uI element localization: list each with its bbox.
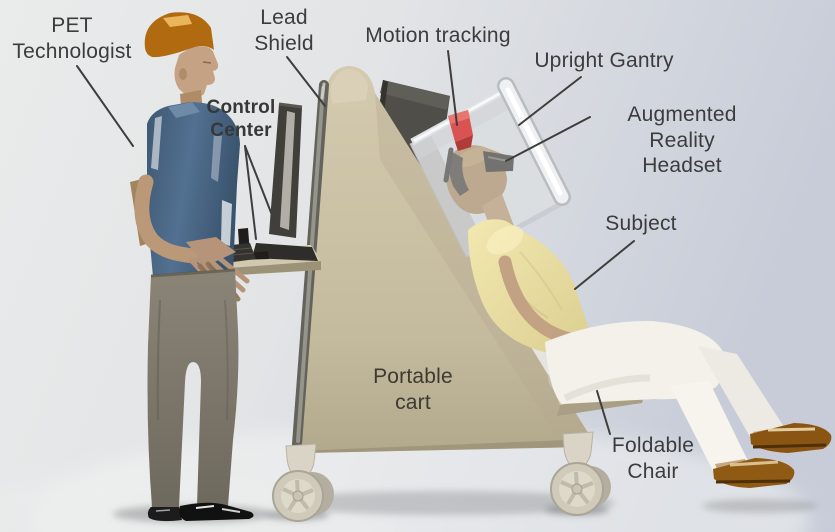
- ar-headset: [443, 147, 514, 196]
- right-caster-wheel: [550, 431, 611, 516]
- technologist-pants: [147, 269, 239, 507]
- left-caster-wheel: [272, 443, 334, 522]
- subject-thighs: [545, 320, 726, 404]
- leader-motion-tracking: [447, 50, 458, 126]
- label-upright-gantry: Upright Gantry: [534, 49, 674, 72]
- leader-control-center-1: [244, 145, 257, 240]
- technologist-shoes: [147, 502, 254, 522]
- leader-ar-headset: [505, 116, 591, 162]
- label-subject: Subject: [605, 212, 677, 235]
- leader-pet-technologist: [76, 65, 134, 147]
- subject-far-shin: [698, 346, 786, 442]
- label-control-center: Control Center: [206, 97, 276, 142]
- subject-shoes: [713, 423, 832, 488]
- subject-body: [468, 219, 832, 488]
- label-foldable-chair: Foldable Chair: [611, 434, 695, 483]
- pet-technologist: [130, 12, 254, 522]
- gantry-side-rail: [497, 77, 571, 206]
- leader-lines: [76, 50, 635, 435]
- motion-tracker: [448, 110, 473, 151]
- leader-subject: [574, 240, 635, 290]
- leader-lead-shield: [286, 56, 326, 107]
- subject-near-shin: [670, 381, 749, 473]
- label-augmented-reality-headset: Augmented Reality Headset: [627, 103, 737, 178]
- upright-gantry-front: [409, 77, 571, 259]
- leader-upright-gantry: [518, 76, 582, 126]
- cart-wheels: [272, 431, 611, 522]
- label-portable-cart: Portable cart: [373, 365, 453, 414]
- technologist-arm: [134, 174, 201, 264]
- label-pet-technologist: PET Technologist: [12, 14, 132, 63]
- leader-foldable-chair: [596, 390, 611, 435]
- leader-control-center-2: [244, 145, 280, 234]
- label-motion-tracking: Motion tracking: [365, 24, 511, 47]
- label-lead-shield: Lead Shield: [254, 6, 314, 55]
- technologist-shirt: [147, 102, 240, 279]
